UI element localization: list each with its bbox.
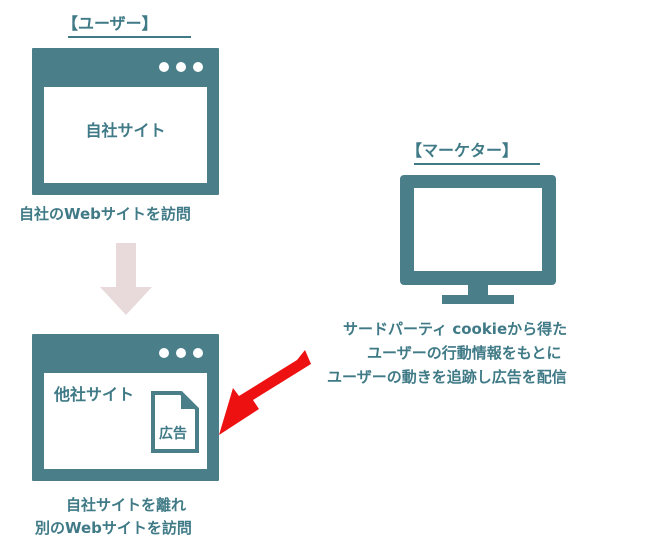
user-header: 【ユーザー】 (62, 14, 158, 33)
red-arrow-icon (219, 350, 311, 435)
other-site-content-area: 他社サイト 広告 (44, 373, 207, 469)
marketer-caption-line-1: サードパーティ cookieから得た (343, 320, 568, 338)
marketer-caption-line-2: ユーザーの行動情報をもとに (367, 344, 562, 362)
other-site-browser-window: 他社サイト 広告 (32, 334, 219, 481)
other-site-label: 他社サイト (54, 385, 135, 404)
window-dot-icon (159, 348, 169, 358)
ad-label: 広告 (159, 426, 187, 442)
window-dot-icon (176, 62, 186, 72)
window-dot-icon (193, 62, 203, 72)
monitor-icon (400, 175, 556, 304)
other-site-caption-line-2: 別のWebサイトを訪問 (35, 519, 192, 537)
user-header-underline (68, 36, 191, 38)
own-site-label: 自社サイト (85, 121, 166, 140)
ad-document-icon (151, 391, 199, 453)
own-site-browser-window: 自社サイト (32, 48, 219, 195)
down-arrow-icon (100, 243, 152, 315)
window-dot-icon (159, 62, 169, 72)
marketer-header-underline (414, 163, 540, 165)
marketer-caption-line-3: ユーザーの動きを追跡し広告を配信 (327, 368, 567, 386)
own-site-caption: 自社のWebサイトを訪問 (19, 205, 191, 223)
marketer-header: 【マーケター】 (406, 141, 519, 160)
own-site-content-area: 自社サイト (44, 87, 207, 183)
window-dot-icon (193, 348, 203, 358)
other-site-caption-line-1: 自社サイトを離れ (66, 496, 187, 514)
window-dot-icon (176, 348, 186, 358)
